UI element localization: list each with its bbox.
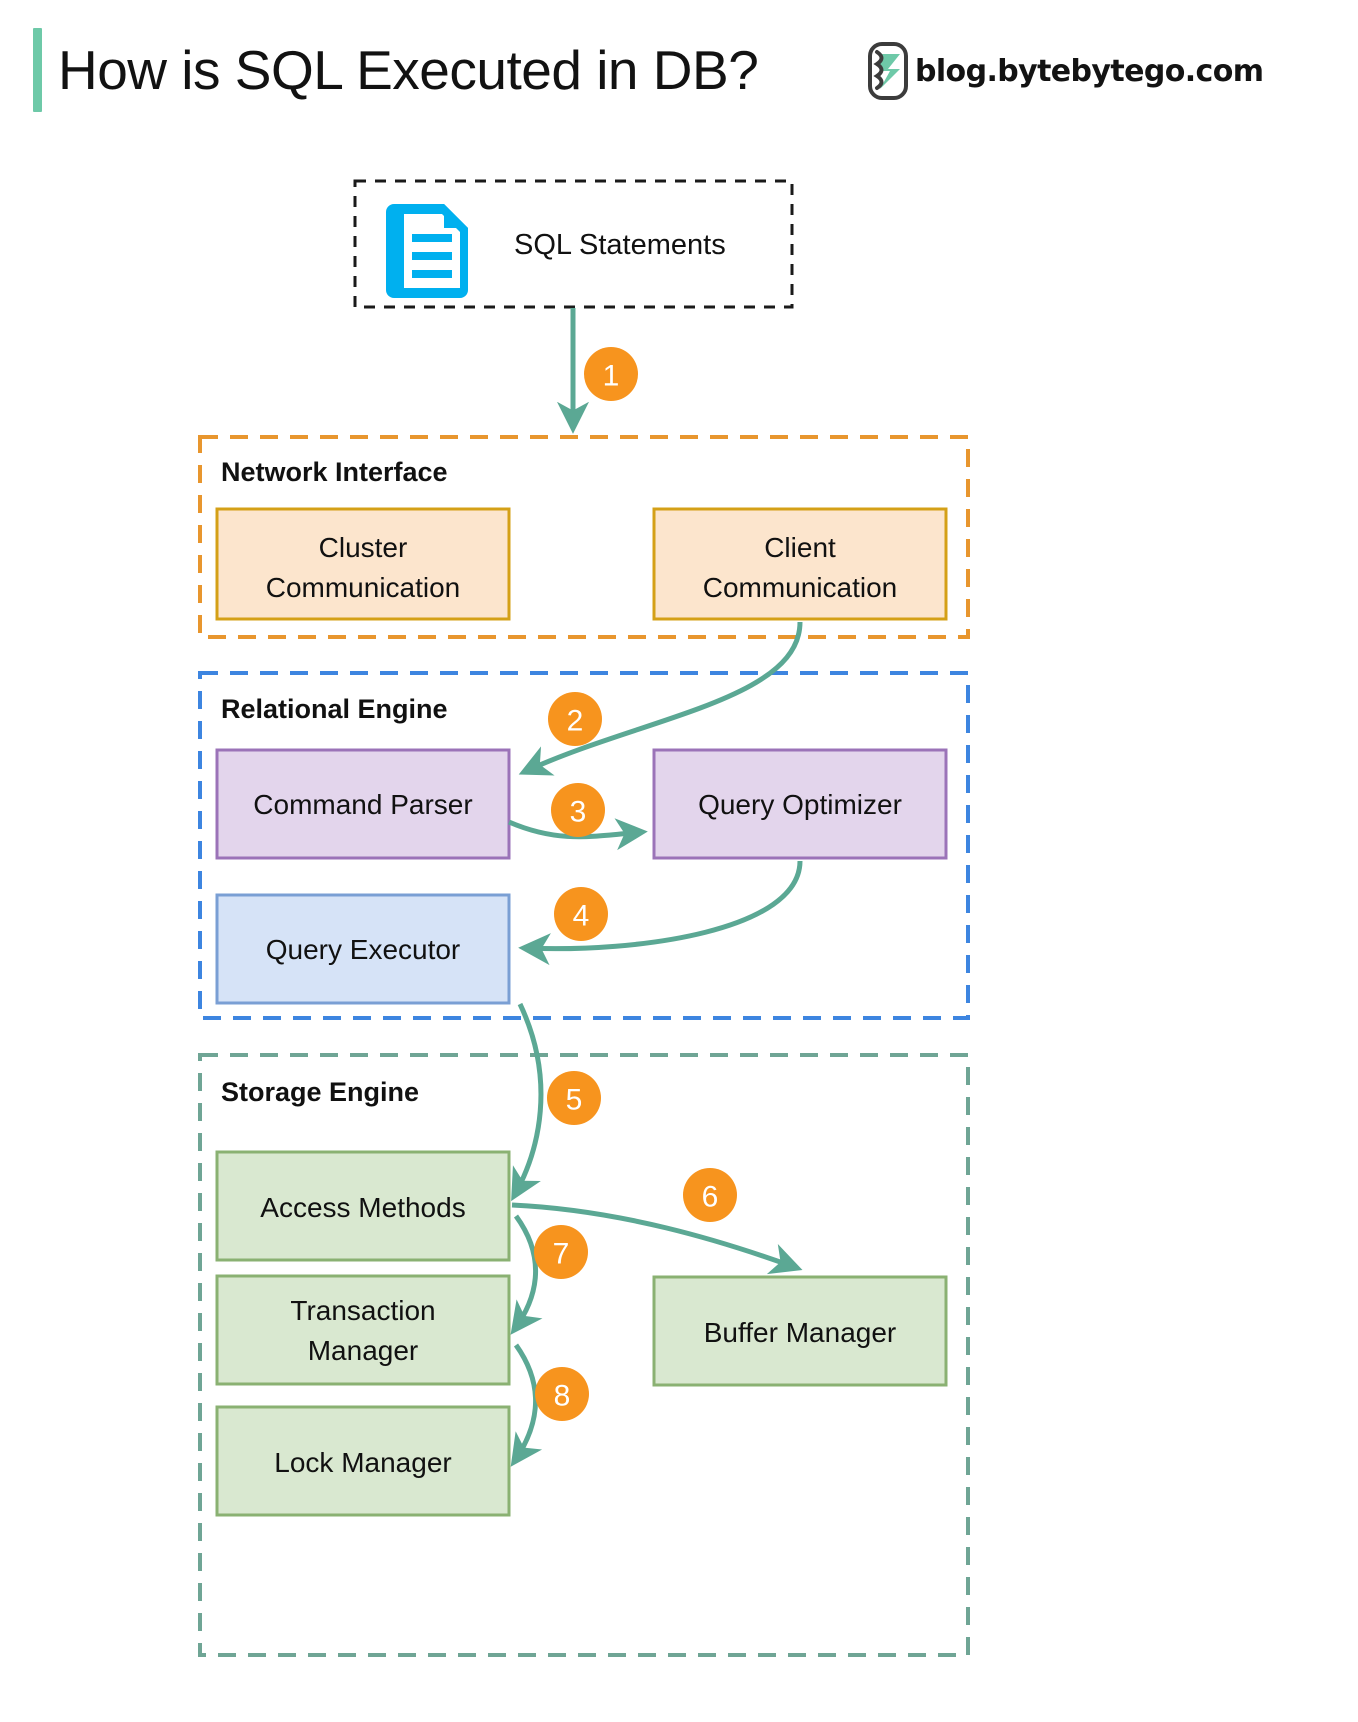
group-label-network-interface: Network Interface (221, 457, 448, 487)
step-badge-5: 5 (547, 1071, 601, 1125)
document-icon (386, 204, 468, 298)
sql-statements-group: SQL Statements (353, 179, 794, 309)
brand: blog.bytebytego.com (868, 42, 1264, 100)
page-title: How is SQL Executed in DB? (58, 39, 759, 101)
lock-manager-label: Lock Manager (274, 1447, 451, 1478)
step-badge-8: 8 (535, 1367, 589, 1421)
brand-text: blog.bytebytego.com (915, 53, 1264, 89)
step-badge-1: 1 (584, 347, 638, 401)
step-badge-3-label: 3 (570, 796, 587, 829)
client-communication-label-line2: Communication (703, 572, 898, 603)
node-cluster-communication[interactable]: Cluster Communication (215, 507, 511, 621)
step-badge-6-label: 6 (702, 1181, 719, 1214)
node-lock-manager[interactable]: Lock Manager (215, 1405, 511, 1517)
step-badge-4: 4 (554, 887, 608, 941)
command-parser-label: Command Parser (253, 789, 472, 820)
bytebytego-logo-icon (868, 42, 908, 100)
buffer-manager-label: Buffer Manager (704, 1317, 897, 1348)
transaction-manager-label-line1: Transaction (290, 1295, 435, 1326)
node-query-optimizer[interactable]: Query Optimizer (652, 748, 948, 860)
arrow-4 (518, 860, 803, 966)
sql-statements-label: SQL Statements (514, 229, 726, 261)
step-badge-4-label: 4 (573, 900, 590, 933)
node-buffer-manager[interactable]: Buffer Manager (652, 1275, 948, 1387)
group-label-storage-engine: Storage Engine (221, 1077, 419, 1107)
arrow-8 (510, 1343, 543, 1467)
step-badge-5-label: 5 (566, 1084, 583, 1117)
query-executor-label: Query Executor (266, 934, 461, 965)
step-badge-2-label: 2 (567, 705, 584, 738)
query-optimizer-label: Query Optimizer (698, 789, 902, 820)
step-badge-2: 2 (548, 692, 602, 746)
node-client-communication[interactable]: Client Communication (652, 507, 948, 621)
step-badge-7: 7 (534, 1225, 588, 1279)
step-badge-3: 3 (551, 783, 605, 837)
group-label-relational-engine: Relational Engine (221, 694, 448, 724)
title-accent-bar (33, 28, 42, 112)
step-badges: 1 2 3 4 5 6 7 (534, 347, 737, 1421)
transaction-manager-label-line2: Manager (308, 1335, 419, 1366)
arrow-2 (518, 621, 803, 776)
node-transaction-manager[interactable]: Transaction Manager (215, 1274, 511, 1386)
cluster-communication-label-line2: Communication (266, 572, 461, 603)
cluster-communication-label-line1: Cluster (319, 532, 408, 563)
step-badge-6: 6 (683, 1168, 737, 1222)
node-access-methods[interactable]: Access Methods (215, 1150, 511, 1262)
step-badge-1-label: 1 (603, 360, 620, 393)
step-badge-8-label: 8 (554, 1380, 571, 1413)
group-storage-engine: Storage Engine Access Methods Transactio… (198, 1053, 970, 1657)
arrow-7 (510, 1214, 543, 1335)
node-query-executor[interactable]: Query Executor (215, 893, 511, 1005)
client-communication-label-line1: Client (764, 532, 836, 563)
arrow-5 (511, 1002, 544, 1202)
access-methods-label: Access Methods (260, 1192, 465, 1223)
arrow-6 (511, 1202, 803, 1275)
node-command-parser[interactable]: Command Parser (215, 748, 511, 860)
group-network-interface: Network Interface Cluster Communication … (198, 435, 970, 639)
page-header: How is SQL Executed in DB? blog.bytebyte… (0, 0, 1358, 140)
step-badge-7-label: 7 (553, 1238, 570, 1271)
